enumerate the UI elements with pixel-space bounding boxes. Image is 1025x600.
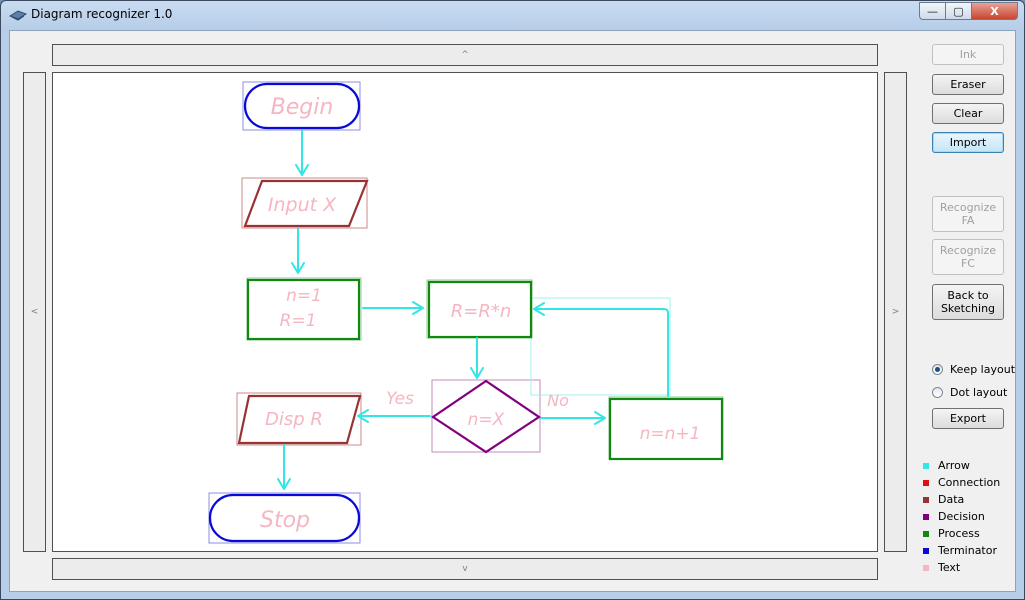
dot-layout-label: Dot layout: [950, 386, 1008, 399]
label-init-line2: R=1: [280, 311, 317, 331]
dot-layout-option[interactable]: Dot layout: [932, 386, 1007, 399]
legend-item: Arrow: [921, 457, 1000, 474]
minimize-icon: —: [927, 4, 938, 18]
label-input: Input X: [268, 194, 337, 216]
process-increment: [608, 397, 724, 461]
legend-swatch: [923, 547, 929, 554]
legend-swatch: [923, 564, 929, 571]
arrow-begin-input: [295, 130, 309, 176]
close-icon: X: [990, 4, 999, 18]
scroll-right-bar[interactable]: >: [884, 72, 907, 552]
maximize-icon: ▢: [953, 4, 964, 18]
scroll-left-bar[interactable]: <: [23, 72, 46, 552]
label-init-line1: n=1: [286, 286, 322, 306]
legend-label: Process: [938, 527, 980, 540]
maximize-button[interactable]: ▢: [946, 2, 972, 20]
arrow-init-multiply: [362, 301, 424, 315]
window-title: Diagram recognizer 1.0: [31, 7, 173, 21]
scroll-right-icon: >: [891, 307, 900, 317]
legend-label: Data: [938, 493, 965, 506]
label-decision: n=X: [468, 410, 505, 430]
legend-swatch: [923, 513, 929, 520]
keep-layout-option[interactable]: Keep layout: [932, 363, 1015, 376]
data-input: [243, 179, 369, 228]
legend-swatch: [923, 530, 929, 537]
legend-label: Decision: [938, 510, 985, 523]
title-bar[interactable]: Diagram recognizer 1.0 — ▢ X: [1, 1, 1024, 29]
dot-layout-radio[interactable]: [932, 387, 943, 398]
process-multiply: [427, 280, 533, 339]
arrow-input-init: [291, 228, 305, 274]
process-init: [246, 278, 361, 341]
legend-item: Data: [921, 491, 1000, 508]
arrow-display-stop: [277, 444, 291, 490]
export-button[interactable]: Export: [932, 408, 1004, 429]
keep-layout-radio[interactable]: [932, 364, 943, 375]
label-yes: Yes: [386, 389, 414, 409]
legend-item: Text: [921, 559, 1000, 576]
legend-label: Arrow: [938, 459, 970, 472]
legend-label: Connection: [938, 476, 1001, 489]
terminator-stop: [208, 493, 361, 543]
label-display: Disp R: [265, 409, 323, 430]
scroll-up-icon: ^: [461, 50, 469, 60]
label-multiply: R=R*n: [451, 301, 512, 322]
clear-button[interactable]: Clear: [932, 103, 1004, 124]
legend-swatch: [923, 496, 929, 503]
scroll-left-icon: <: [30, 307, 39, 317]
terminator-begin: [243, 82, 361, 130]
label-no: No: [547, 391, 569, 410]
data-display: [237, 394, 362, 445]
scroll-down-icon: v: [462, 564, 468, 574]
label-stop: Stop: [260, 508, 310, 533]
import-button[interactable]: Import: [932, 132, 1004, 153]
label-increment: n=n+1: [640, 424, 701, 444]
eraser-button[interactable]: Eraser: [932, 74, 1004, 95]
back-to-sketching-button[interactable]: Back to Sketching: [932, 284, 1004, 320]
shape-legend: Arrow Connection Data Decision Process T…: [921, 457, 1000, 576]
app-icon: [9, 10, 27, 21]
legend-item: Terminator: [921, 542, 1000, 559]
sketch-canvas[interactable]: Begin Input X n=1 R=1 R=R*n n=X Yes No n…: [52, 72, 878, 552]
client-area: ^ v < >: [9, 30, 1016, 592]
keep-layout-label: Keep layout: [950, 363, 1016, 376]
legend-item: Decision: [921, 508, 1000, 525]
scroll-down-bar[interactable]: v: [52, 558, 878, 580]
legend-item: Connection: [921, 474, 1000, 491]
recognize-fa-button[interactable]: Recognize FA: [932, 196, 1004, 232]
legend-label: Terminator: [938, 544, 997, 557]
close-button[interactable]: X: [972, 2, 1018, 20]
legend-label: Text: [938, 561, 961, 574]
minimize-button[interactable]: —: [919, 2, 946, 20]
arrow-multiply-decision: [470, 337, 484, 379]
recognize-fc-button[interactable]: Recognize FC: [932, 239, 1004, 275]
decision-node: [431, 379, 541, 454]
arrow-decision-increment: [540, 411, 606, 425]
legend-swatch: [923, 462, 929, 469]
label-begin: Begin: [271, 95, 334, 120]
legend-item: Process: [921, 525, 1000, 542]
legend-swatch: [923, 479, 929, 486]
flowchart-diagram: Begin Input X n=1 R=1 R=R*n n=X Yes No n…: [208, 81, 724, 544]
ink-button[interactable]: Ink: [932, 44, 1004, 65]
arrow-loop-back: [533, 302, 669, 397]
arrow-decision-display: [357, 409, 431, 423]
scroll-up-bar[interactable]: ^: [52, 44, 878, 66]
